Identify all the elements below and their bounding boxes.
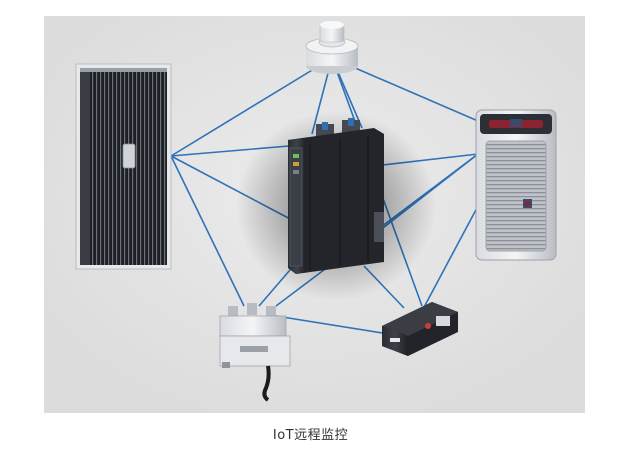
figure-caption: IoT远程监控 [272,428,349,443]
link-cooling-box [421,205,479,312]
link-fan-power [170,155,245,307]
sensor-box-icon [382,302,458,356]
air-conditioner-icon [475,109,557,261]
iot-network-diagram [44,16,585,413]
din-rail-controller-icon [288,118,384,274]
heat-exchanger-icon [75,63,172,270]
link-power-box [275,315,390,335]
ceiling-sensor-icon [305,21,359,74]
power-module-icon [219,303,291,402]
link-fan-sensor [170,57,333,157]
